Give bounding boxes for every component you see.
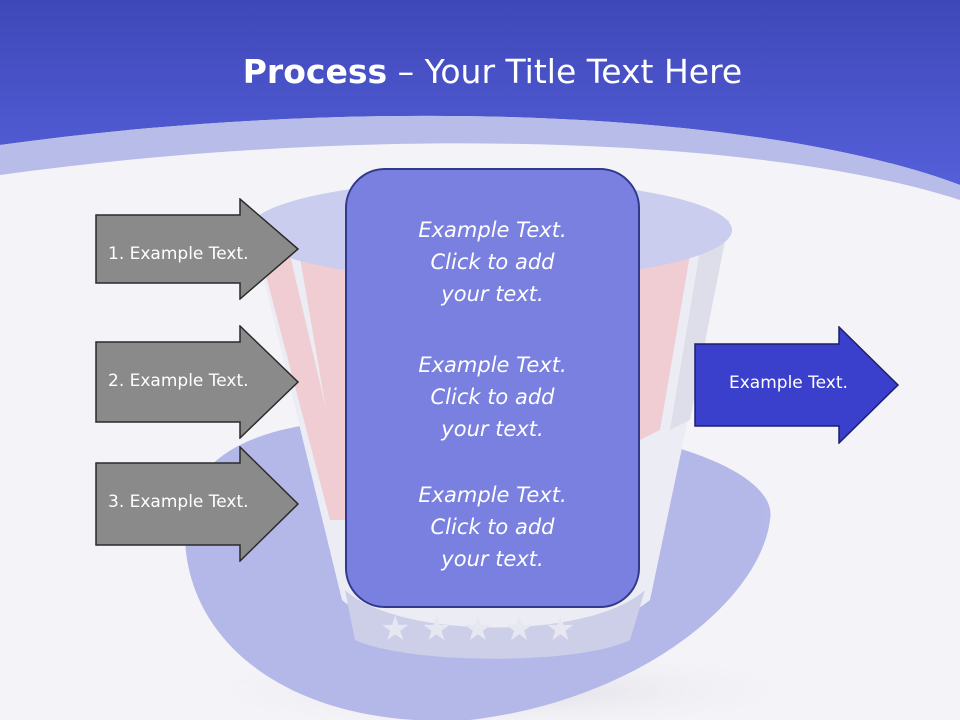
title-bold: Process — [242, 52, 388, 91]
center-line: Example Text. — [418, 218, 567, 242]
arrow-shape-icon — [95, 325, 300, 439]
arrow-shape-icon — [95, 198, 300, 300]
center-line: Click to add — [430, 385, 555, 409]
step-arrow-label: 2. Example Text. — [108, 371, 249, 391]
center-line: your text. — [441, 547, 544, 571]
center-paragraph-3: Example Text. Click to add your text. — [347, 479, 638, 575]
result-arrow-label: Example Text. — [729, 373, 848, 393]
step-arrow-label: 1. Example Text. — [108, 244, 249, 264]
center-text-box[interactable]: Example Text. Click to add your text. Ex… — [345, 168, 640, 608]
center-line: Example Text. — [418, 353, 567, 377]
page-title: Process – Your Title Text Here — [0, 52, 960, 91]
center-line: your text. — [441, 417, 544, 441]
step-arrow-1[interactable]: 1. Example Text. — [95, 198, 300, 300]
title-rest: – Your Title Text Here — [387, 52, 743, 91]
center-paragraph-1: Example Text. Click to add your text. — [347, 214, 638, 310]
step-arrow-label: 3. Example Text. — [108, 492, 249, 512]
step-arrow-3[interactable]: 3. Example Text. — [95, 446, 300, 562]
center-line: Example Text. — [418, 483, 567, 507]
step-arrow-2[interactable]: 2. Example Text. — [95, 325, 300, 439]
arrow-shape-icon — [95, 446, 300, 562]
arrow-shape-icon — [694, 326, 900, 444]
center-line: Click to add — [430, 515, 555, 539]
svg-text:★ ★ ★ ★ ★: ★ ★ ★ ★ ★ — [380, 609, 576, 649]
result-arrow[interactable]: Example Text. — [694, 326, 900, 444]
center-line: Click to add — [430, 250, 555, 274]
center-paragraph-2: Example Text. Click to add your text. — [347, 349, 638, 445]
center-line: your text. — [441, 282, 544, 306]
